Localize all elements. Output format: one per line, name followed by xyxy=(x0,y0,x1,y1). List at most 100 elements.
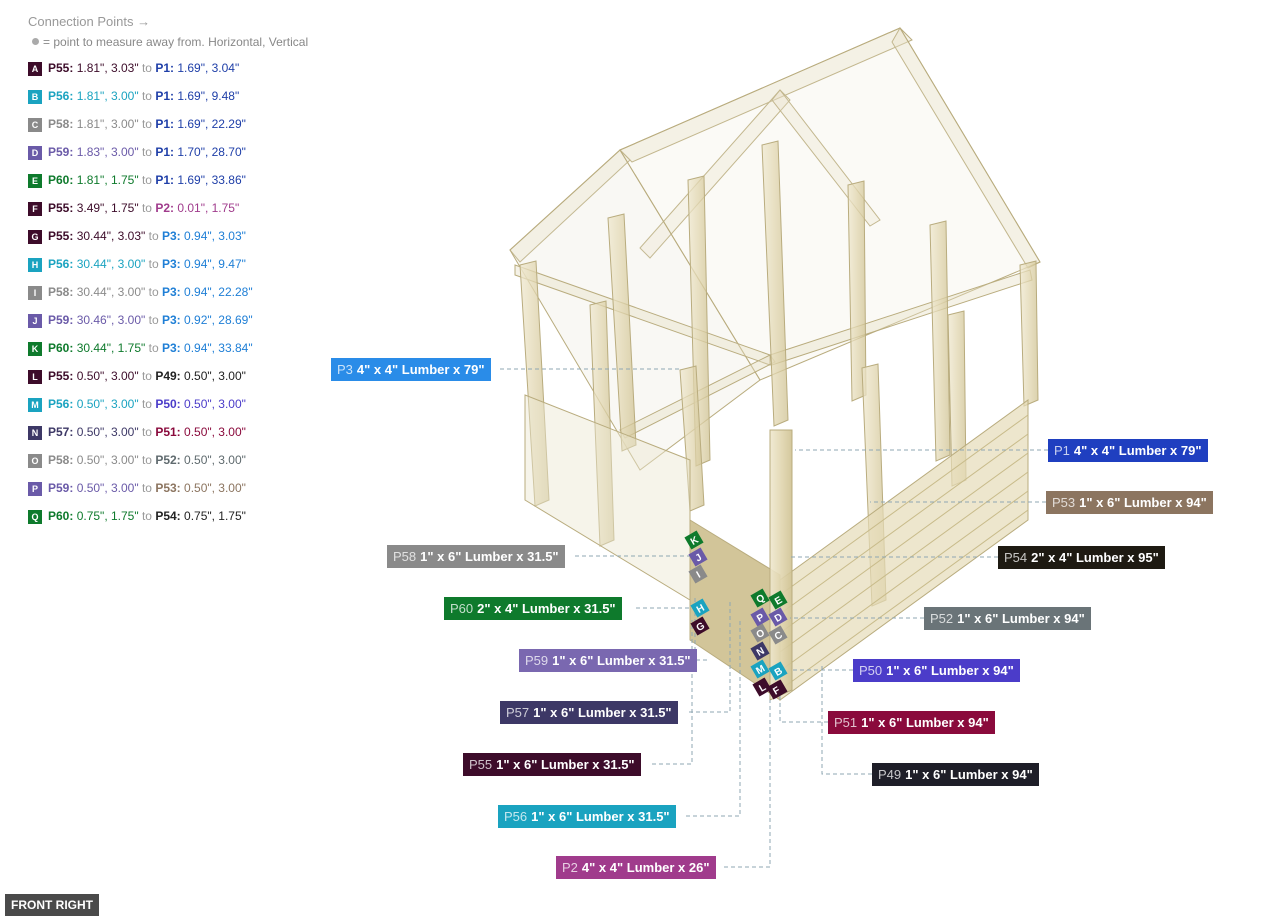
part-b-id: P3: xyxy=(161,229,181,243)
connection-marker[interactable]: Q xyxy=(750,588,770,608)
connector-word: to xyxy=(148,229,159,243)
connection-key-badge: K xyxy=(28,342,42,356)
connection-marker-box xyxy=(750,623,770,643)
front-post xyxy=(769,429,793,701)
part-a-value: 1.81", 3.03" xyxy=(76,61,139,75)
wall-board-line xyxy=(779,490,1029,672)
connection-marker[interactable]: P xyxy=(750,607,770,627)
connection-marker-key: N xyxy=(755,646,767,659)
connection-marker[interactable]: M xyxy=(750,659,770,679)
connector-word: to xyxy=(141,481,152,495)
leader-line xyxy=(779,690,828,723)
connection-marker-box xyxy=(750,659,770,679)
part-id: P58 xyxy=(393,549,417,564)
connection-key-badge: E xyxy=(28,174,42,188)
vertical-post xyxy=(589,300,615,547)
part-label: 1" x 6" Lumber x 94" xyxy=(957,611,1085,626)
connection-marker[interactable]: N xyxy=(750,641,770,661)
part-b-value: 0.01", 1.75" xyxy=(177,201,240,215)
part-a-id: P55: xyxy=(48,61,74,75)
connector-word: to xyxy=(141,145,152,159)
connection-marker-key: E xyxy=(773,595,785,608)
part-id: P52 xyxy=(930,611,954,626)
part-id: P55 xyxy=(469,757,493,772)
connection-key-badge: A xyxy=(28,62,42,76)
part-a-id: P59: xyxy=(48,145,74,159)
connection-marker[interactable]: D xyxy=(768,607,788,627)
connection-marker-box xyxy=(752,677,772,697)
connector-word: to xyxy=(148,313,159,327)
vertical-post xyxy=(519,260,550,507)
connection-marker[interactable]: E xyxy=(768,590,788,610)
connection-marker[interactable]: L xyxy=(752,677,772,697)
connection-key-badge: N xyxy=(28,426,42,440)
connection-marker-box xyxy=(768,625,788,645)
connection-key-badge: M xyxy=(28,398,42,412)
connection-marker[interactable]: I xyxy=(688,564,708,584)
part-b-value: 1.70", 28.70" xyxy=(177,145,246,159)
part-b-value: 0.94", 9.47" xyxy=(184,257,246,271)
part-b-id: P51: xyxy=(155,425,181,439)
connection-marker[interactable]: H xyxy=(690,598,710,618)
view-label[interactable]: FRONT RIGHT xyxy=(5,894,99,916)
connection-marker-key: D xyxy=(773,612,785,625)
part-b-value: 0.92", 28.69" xyxy=(184,313,253,327)
connection-key-badge: C xyxy=(28,118,42,132)
connection-marker-box xyxy=(690,598,710,618)
part-label: 2" x 4" Lumber x 31.5" xyxy=(477,601,616,616)
part-label: 1" x 6" Lumber x 94" xyxy=(861,715,989,730)
part-b-value: 0.94", 33.84" xyxy=(184,341,253,355)
connector-word: to xyxy=(141,89,152,103)
connector-word: to xyxy=(141,173,152,187)
part-id: P2 xyxy=(562,860,578,875)
part-id: P53 xyxy=(1052,495,1076,510)
connection-marker[interactable]: B xyxy=(768,661,788,681)
part-b-id: P1: xyxy=(155,145,174,159)
connection-marker[interactable]: O xyxy=(750,623,770,643)
connection-marker[interactable]: G xyxy=(690,616,710,636)
connection-key-badge: G xyxy=(28,230,42,244)
part-b-id: P1: xyxy=(155,173,174,187)
wall-board-line xyxy=(779,433,1029,615)
part-b-value: 0.75", 1.75" xyxy=(184,509,246,523)
part-b-value: 0.94", 3.03" xyxy=(184,229,246,243)
part-id: P54 xyxy=(1004,550,1028,565)
part-b-value: 0.94", 22.28" xyxy=(184,285,253,299)
connection-marker[interactable]: K xyxy=(684,530,704,550)
part-label: 1" x 6" Lumber x 94" xyxy=(1079,495,1207,510)
part-a-id: P60: xyxy=(48,341,74,355)
connection-marker[interactable]: J xyxy=(688,547,708,567)
connection-marker[interactable]: C xyxy=(768,625,788,645)
connector-word: to xyxy=(141,201,152,215)
part-id: P49 xyxy=(878,767,902,782)
part-a-value: 30.44", 3.00" xyxy=(76,257,146,271)
connector-word: to xyxy=(148,285,159,299)
connection-key-badge: O xyxy=(28,454,42,468)
part-b-value: 1.69", 3.04" xyxy=(177,61,240,75)
connector-word: to xyxy=(141,425,152,439)
wall-board-line xyxy=(779,414,1029,596)
part-b-id: P53: xyxy=(155,481,181,495)
connection-marker[interactable]: F xyxy=(766,680,786,700)
connection-marker-box xyxy=(768,590,788,610)
legend-title[interactable]: Connection Points → xyxy=(28,14,151,29)
